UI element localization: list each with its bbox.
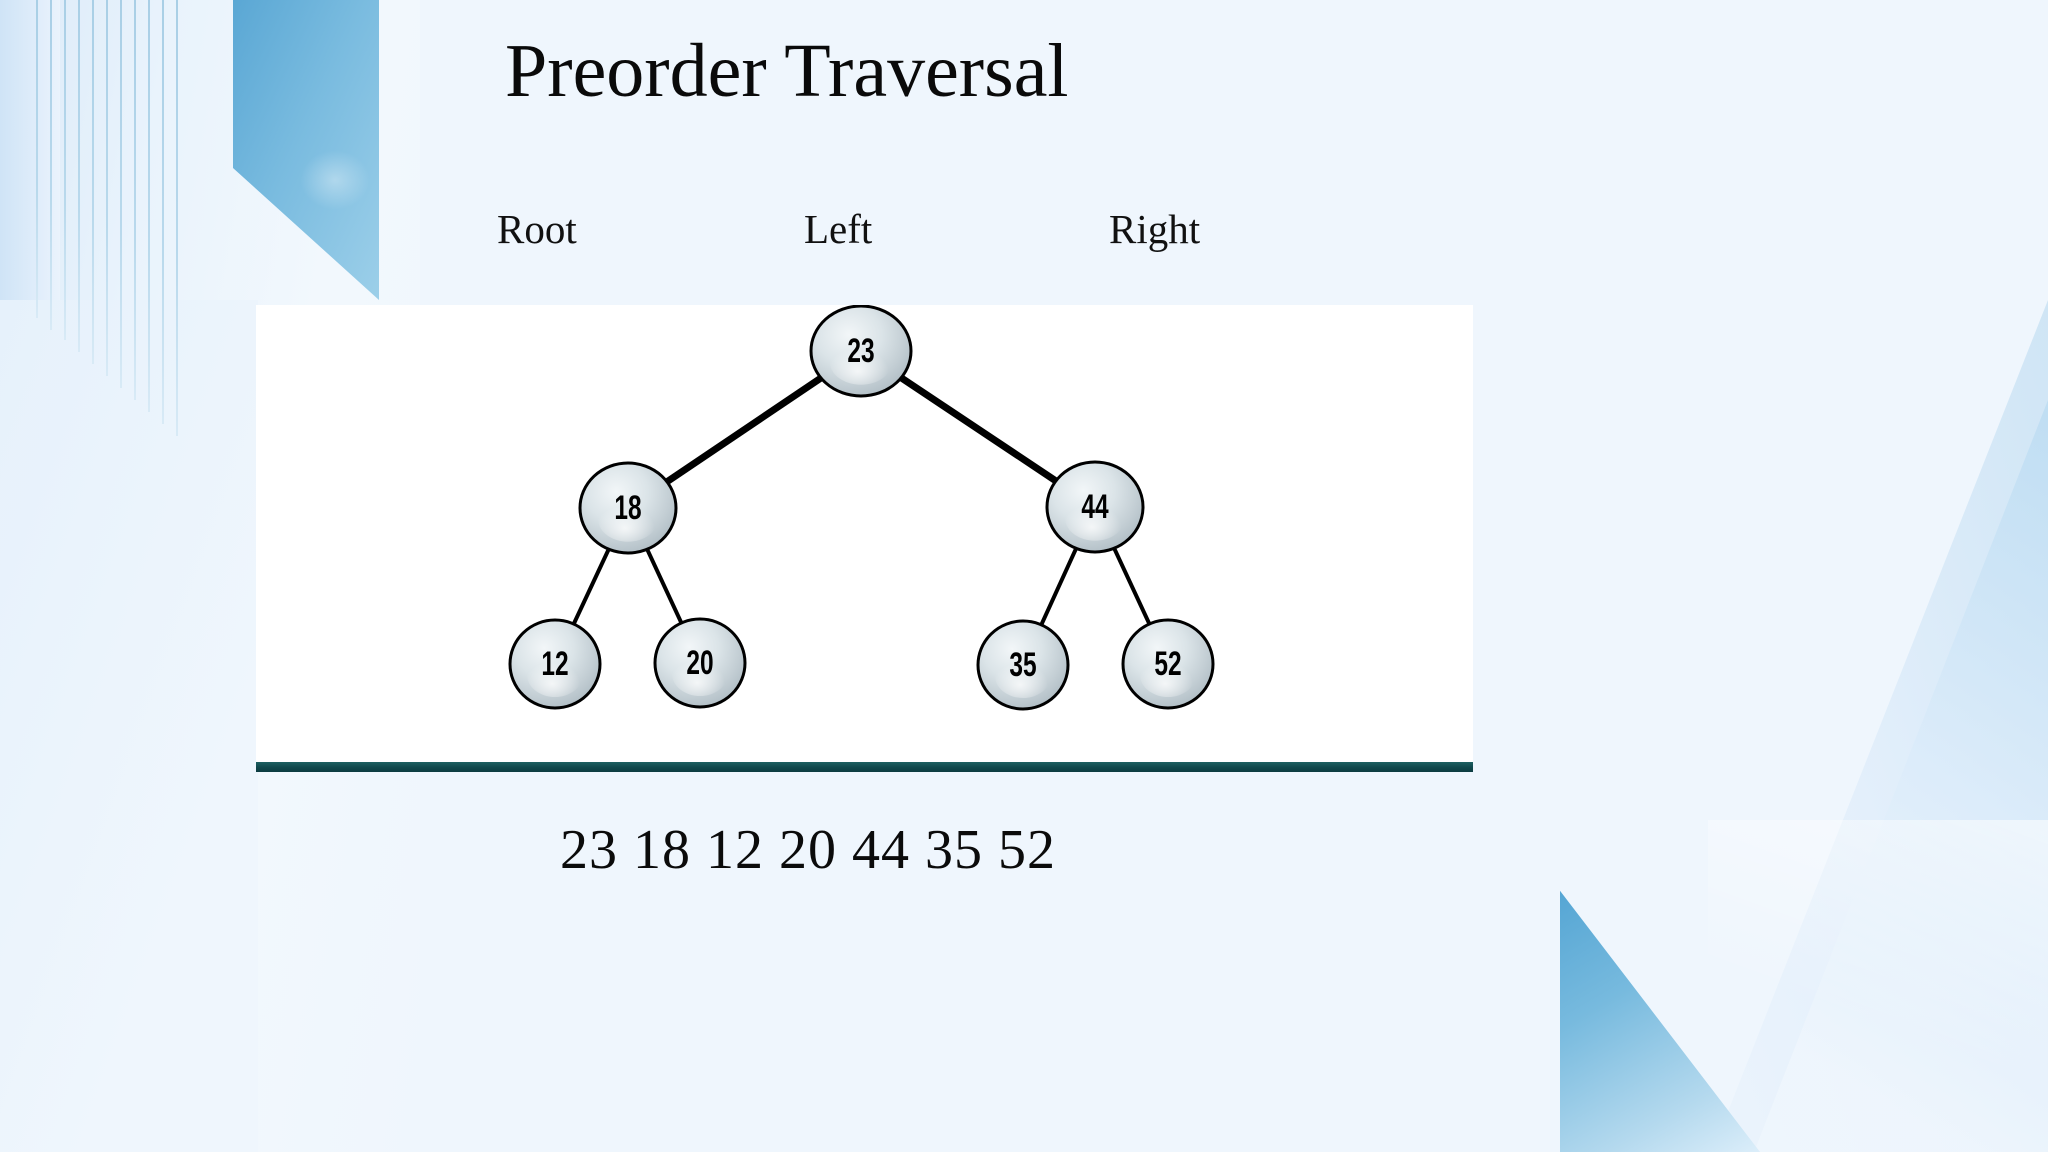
tree-node-20: 20 bbox=[653, 617, 747, 709]
tree-node-label-18: 18 bbox=[614, 489, 641, 527]
left-decor-line-0 bbox=[36, 0, 38, 318]
tree-edge-23-44 bbox=[895, 372, 1061, 486]
tree-node-35: 35 bbox=[976, 619, 1070, 711]
left-decor-line-9 bbox=[162, 0, 164, 424]
tree-edge-44-35 bbox=[1038, 545, 1079, 628]
tree-node-highlight-52 bbox=[1140, 653, 1196, 697]
left-lower-pale-panel bbox=[0, 300, 258, 1152]
tree-edge-44-52 bbox=[1111, 545, 1153, 627]
tree-node-44: 44 bbox=[1045, 460, 1145, 554]
tree-node-highlight-44 bbox=[1065, 495, 1125, 541]
tree-nodes: 23 18 44 12 20 35 52 bbox=[508, 305, 1215, 711]
bottom-right-haze bbox=[1708, 820, 2048, 1152]
tree-node-label-52: 52 bbox=[1154, 645, 1181, 683]
tree-edge-18-12 bbox=[571, 546, 612, 627]
tree-node-label-20: 20 bbox=[686, 644, 713, 682]
left-edge-gradient bbox=[0, 0, 60, 1152]
tree-node-label-44: 44 bbox=[1081, 488, 1109, 526]
tree-node-label-35: 35 bbox=[1009, 646, 1036, 684]
right-decor-line-8 bbox=[1878, 570, 1880, 1000]
left-vertical-lines-decor bbox=[28, 0, 188, 460]
tree-node-52: 52 bbox=[1121, 618, 1215, 710]
order-label-left: Left bbox=[804, 206, 873, 252]
tree-node-highlight-35 bbox=[995, 654, 1051, 698]
left-decor-line-10 bbox=[176, 0, 178, 436]
left-decor-line-6 bbox=[120, 0, 122, 388]
panel-accent-bar bbox=[256, 762, 1473, 772]
right-decor-line-0 bbox=[1766, 680, 1768, 1000]
right-decor-line-6 bbox=[1850, 600, 1852, 1000]
page-title: Preorder Traversal bbox=[505, 29, 1069, 113]
left-decor-line-5 bbox=[106, 0, 108, 376]
left-decor-line-4 bbox=[92, 0, 94, 364]
tree-edges bbox=[571, 372, 1153, 628]
tree-node-highlight-18 bbox=[598, 496, 658, 542]
right-decor-line-5 bbox=[1836, 616, 1838, 1000]
tree-node-label-12: 12 bbox=[541, 645, 568, 683]
right-decor-line-4 bbox=[1822, 630, 1824, 1000]
right-decor-line-1 bbox=[1780, 670, 1782, 1000]
binary-tree-diagram: 23 18 44 12 20 35 52 bbox=[508, 305, 1215, 711]
traversal-result-sequence: 23 18 12 20 44 35 52 bbox=[560, 819, 1056, 881]
order-label-right: Right bbox=[1109, 206, 1201, 252]
tree-node-label-23: 23 bbox=[847, 332, 874, 370]
tree-node-23: 23 bbox=[809, 305, 913, 398]
tree-node-18: 18 bbox=[578, 461, 678, 555]
order-label-root: Root bbox=[497, 206, 577, 252]
tree-node-highlight-20 bbox=[672, 652, 728, 696]
left-blue-angular-block bbox=[233, 0, 379, 300]
tree-node-12: 12 bbox=[508, 618, 602, 710]
right-decor-line-10 bbox=[1906, 540, 1908, 1000]
right-gradient-wash-secondary bbox=[1628, 400, 2048, 1152]
right-vertical-lines-decor bbox=[1764, 440, 1924, 1000]
tree-node-highlight-12 bbox=[527, 653, 583, 697]
bottom-right-blue-angular-block bbox=[1560, 890, 1760, 1152]
right-decor-line-7 bbox=[1864, 586, 1866, 1000]
tree-node-highlight-23 bbox=[830, 339, 892, 385]
tree-edge-18-20 bbox=[644, 546, 685, 626]
left-decor-line-8 bbox=[148, 0, 150, 412]
right-decor-line-9 bbox=[1892, 556, 1894, 1000]
left-block-glow bbox=[300, 150, 370, 210]
tree-edge-23-18 bbox=[661, 372, 828, 487]
right-gradient-wash bbox=[1712, 300, 2048, 1152]
left-decor-line-3 bbox=[78, 0, 80, 352]
left-decor-line-1 bbox=[50, 0, 52, 330]
left-decor-line-2 bbox=[64, 0, 66, 340]
right-decor-line-2 bbox=[1794, 656, 1796, 1000]
right-decor-line-3 bbox=[1808, 644, 1810, 1000]
left-decor-line-7 bbox=[134, 0, 136, 400]
